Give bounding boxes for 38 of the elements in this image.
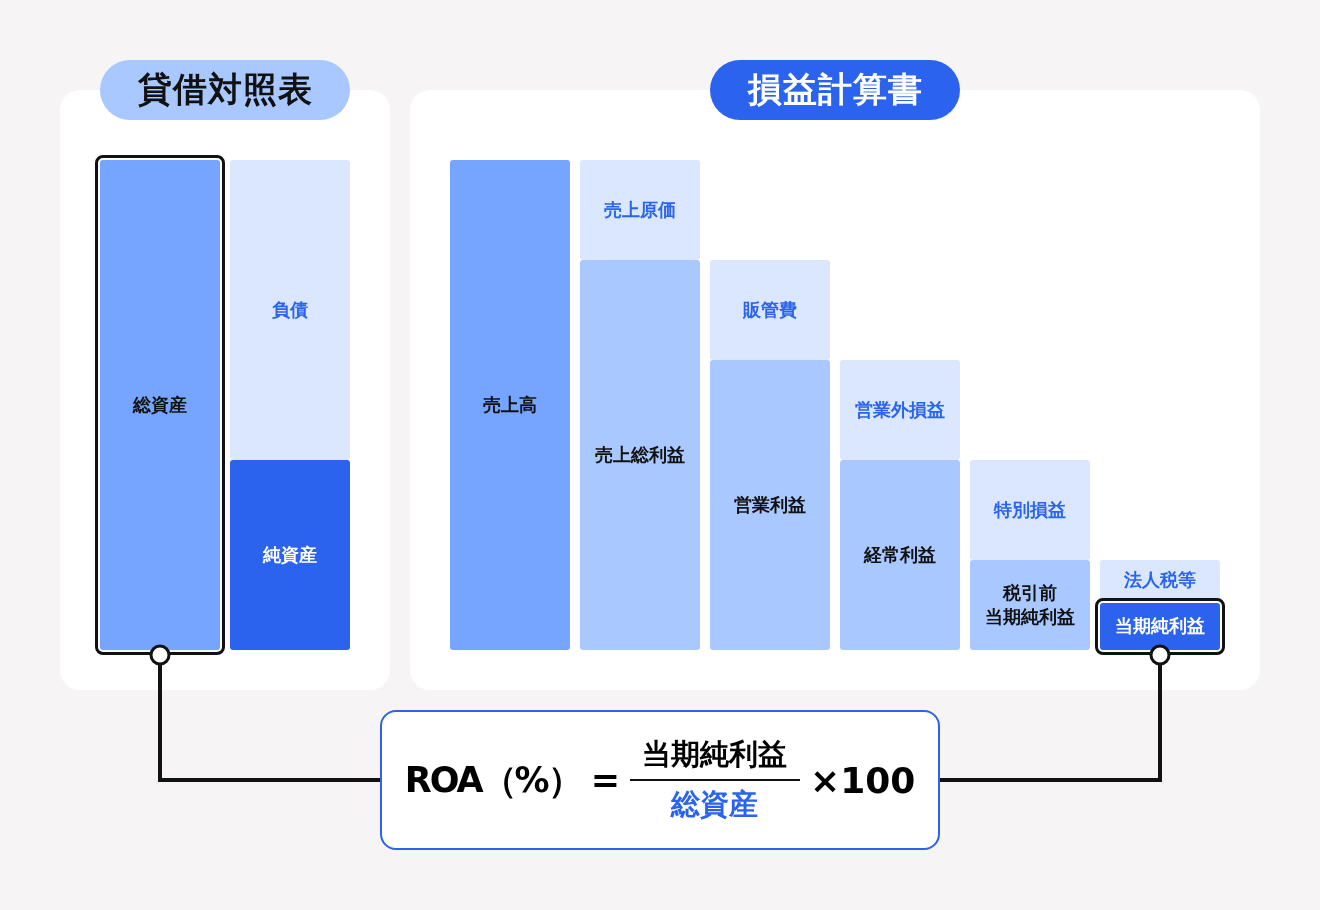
highlighted-bar xyxy=(1095,598,1225,655)
bar-label: 営業外損益 xyxy=(855,397,945,422)
denominator: 総資産 xyxy=(669,786,760,823)
bar-label: 当期純利益 xyxy=(1115,614,1205,639)
equals-sign: = xyxy=(590,760,620,800)
connector-line xyxy=(940,644,1171,782)
stacked-bar xyxy=(1100,560,1220,600)
bar-label: 税引前当期純利益 xyxy=(985,580,1075,629)
stacked-bar xyxy=(580,160,700,260)
stacked-bar xyxy=(230,160,350,460)
stacked-bar xyxy=(840,360,960,460)
formula-term: ×100 xyxy=(809,759,916,801)
section-heading: 損益計算書 xyxy=(710,60,960,120)
bar-label: 純資産 xyxy=(263,542,317,567)
bar-label: 売上高 xyxy=(483,392,537,417)
section-heading: 貸借対照表 xyxy=(100,60,350,120)
bar-label: 売上原価 xyxy=(604,197,676,222)
stacked-bar xyxy=(450,160,570,650)
bar-label: 経常利益 xyxy=(864,542,936,567)
bar-label: 販管費 xyxy=(743,297,797,322)
stacked-bar xyxy=(710,360,830,650)
stacked-bar xyxy=(230,460,350,650)
numerator: 当期純利益 xyxy=(641,736,789,773)
bar-label: 営業利益 xyxy=(734,492,806,517)
stacked-bar xyxy=(580,260,700,650)
highlighted-bar xyxy=(95,155,225,655)
bar-label: 負債 xyxy=(272,297,308,322)
stacked-bar xyxy=(970,460,1090,560)
stacked-bar xyxy=(840,460,960,650)
bar-label: 特別損益 xyxy=(994,497,1066,522)
stacked-bar xyxy=(970,560,1090,650)
connector-line xyxy=(149,644,380,782)
bar-label: 総資産 xyxy=(133,392,187,417)
formula-box xyxy=(380,710,940,850)
stacked-bar xyxy=(710,260,830,360)
formula-term: ROA（%） xyxy=(404,758,581,802)
bar-label: 売上総利益 xyxy=(595,442,685,467)
bar-label: 法人税等 xyxy=(1124,567,1196,592)
